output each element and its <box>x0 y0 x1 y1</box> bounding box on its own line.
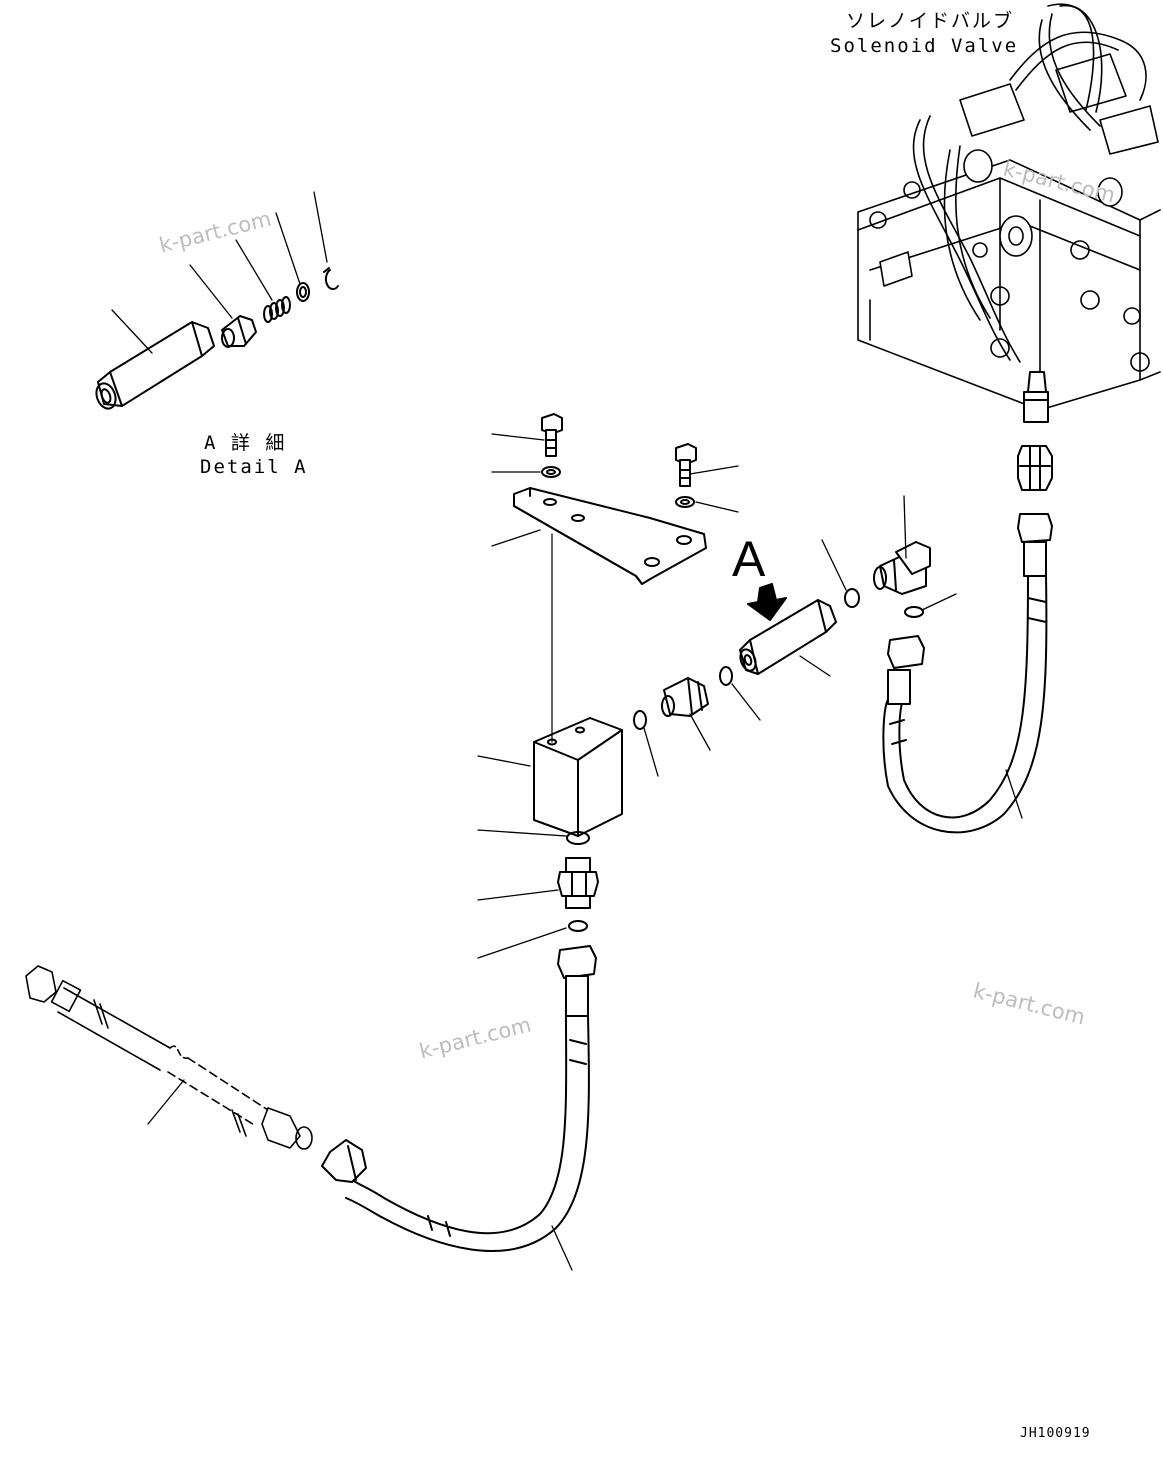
detail-a-hex-body <box>95 321 215 410</box>
detail-a-check-poppet <box>221 315 257 348</box>
valve-block <box>533 717 623 837</box>
hose-right <box>882 513 1053 834</box>
detail-a-washer <box>296 282 310 302</box>
o-ring-nipple-bottom <box>568 920 588 932</box>
o-ring-elbow <box>844 588 860 608</box>
solenoid-valve-assembly <box>857 3 1161 411</box>
adapter-fitting-right <box>1017 445 1053 491</box>
hose-far-left <box>25 965 313 1150</box>
solenoid-label-en: Solenoid Valve <box>830 35 1019 57</box>
solenoid-outlet-fitting <box>1023 371 1049 423</box>
mounting-bracket <box>513 487 707 585</box>
detail-a-label-en: Detail A <box>200 456 308 478</box>
detail-a-label-jp: A 詳 細 <box>204 432 287 454</box>
nipple-fitting <box>557 857 599 909</box>
o-ring-check-valve <box>719 666 733 686</box>
washer-left <box>541 466 561 478</box>
washer-right <box>675 496 695 508</box>
straight-connector <box>661 677 709 717</box>
bolt-right <box>675 443 697 487</box>
detail-a-spring <box>263 296 291 323</box>
elbow-fitting <box>873 541 931 595</box>
check-valve-body <box>739 599 837 675</box>
drawing-code: JH100919 <box>1020 1426 1091 1441</box>
view-direction-arrow-icon <box>747 583 787 621</box>
o-ring-hose-right <box>904 606 924 618</box>
detail-a-snap-ring <box>323 267 339 291</box>
detail-a-leader-lines <box>111 191 328 354</box>
view-a-marker: A <box>732 531 766 587</box>
bolt-left <box>541 413 563 457</box>
o-ring-connector <box>633 710 647 730</box>
o-ring-block-bottom <box>566 831 590 845</box>
solenoid-label-jp: ソレノイドバルブ <box>846 10 1015 32</box>
hose-lower <box>321 945 597 1253</box>
leader-lines <box>147 433 1023 1271</box>
